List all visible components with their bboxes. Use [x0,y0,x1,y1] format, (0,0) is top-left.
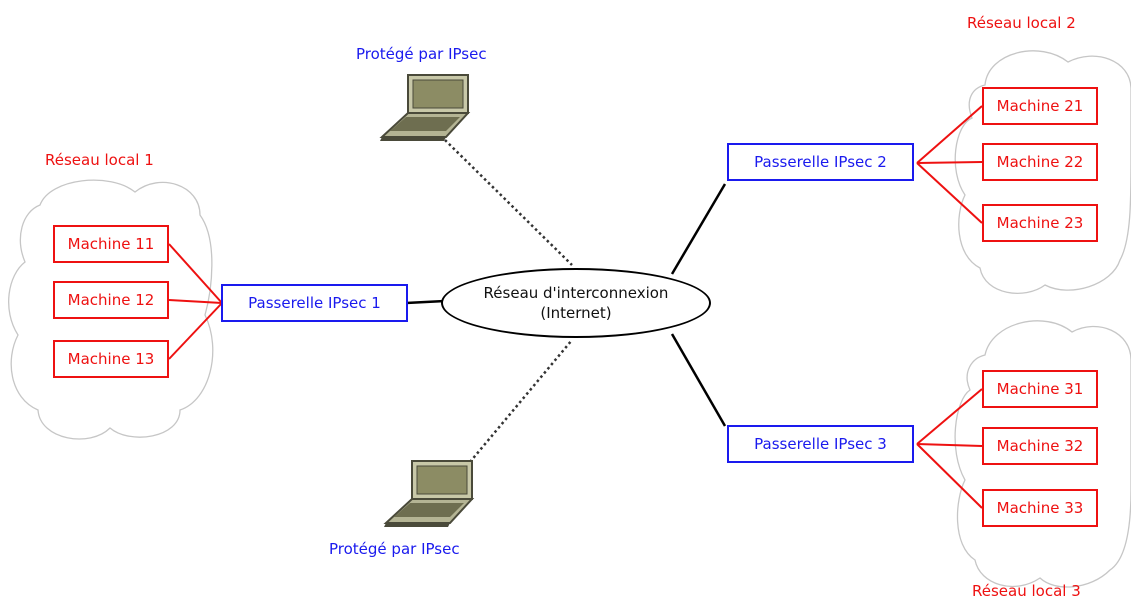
link-machine-22 [916,161,983,164]
lan-2-label: Réseau local 2 [967,14,1076,32]
link-machine-12 [168,299,223,304]
cloud-lan-1 [8,179,214,440]
cloud-lan-3 [954,320,1131,588]
laptop-top-label: Protégé par IPsec [356,45,487,63]
gateway-2: Passerelle IPsec 2 [727,143,914,181]
link-machine-32 [916,443,983,447]
machine-21: Machine 21 [982,87,1098,125]
link-gateway-1-hub [405,299,446,305]
machine-23: Machine 23 [982,204,1098,242]
laptop-top-icon [379,74,471,141]
link-machine-23 [916,162,983,224]
cloud-lan-2 [954,50,1131,294]
machine-13: Machine 13 [53,340,169,378]
link-machine-33 [916,443,983,509]
link-hub-gateway-3 [670,333,727,427]
internet-hub: Réseau d'interconnexion (Internet) [441,268,711,338]
laptop-bottom-label: Protégé par IPsec [329,540,460,558]
gateway-3: Passerelle IPsec 3 [727,425,914,463]
link-hub-gateway-2 [670,183,727,275]
machine-11: Machine 11 [53,225,169,263]
machine-32: Machine 32 [982,427,1098,465]
lan-3-label: Réseau local 3 [972,582,1081,600]
gateway-1: Passerelle IPsec 1 [221,284,408,322]
machine-22: Machine 22 [982,143,1098,181]
hub-label-line2: (Internet) [540,304,612,322]
lan-1-label: Réseau local 1 [45,151,154,169]
link-laptop-top-hub [444,139,573,266]
link-machine-11 [168,243,223,304]
link-machine-31 [916,388,983,445]
link-machine-13 [168,302,223,360]
hub-label-line1: Réseau d'interconnexion [483,284,669,302]
machine-31: Machine 31 [982,370,1098,408]
link-machine-21 [916,105,983,164]
laptop-bottom-icon [383,460,475,527]
machine-12: Machine 12 [53,281,169,319]
link-laptop-bottom-hub [469,339,573,463]
machine-33: Machine 33 [982,489,1098,527]
